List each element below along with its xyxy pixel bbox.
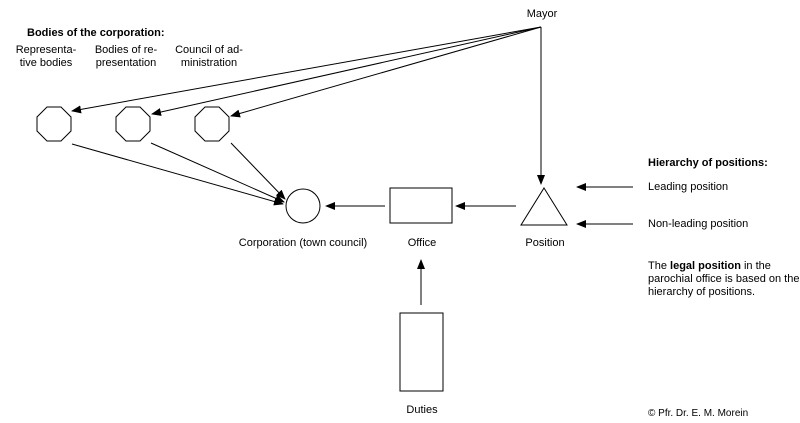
bodies-of-representation-label: Bodies of re- presentation (85, 44, 167, 70)
non-leading-position-label: Non-leading position (648, 218, 749, 230)
bodies-heading: Bodies of the corporation: (27, 27, 165, 39)
bodies-of-representation-line1: Bodies of re- (94, 44, 158, 56)
council-of-administration-octagon (194, 106, 230, 142)
representative-bodies-line1: Representa- (15, 44, 77, 56)
position-triangle (520, 187, 568, 226)
corporation-circle (285, 188, 321, 224)
copyright-label: © Pfr. Dr. E. M. Morein (648, 408, 749, 419)
mayor-to-administration-arrow (230, 26, 542, 118)
representative-to-corporation-arrow (71, 143, 284, 206)
corporation-label: Corporation (town council) (238, 237, 368, 249)
representative-bodies-label: Representa- tive bodies (6, 44, 86, 70)
representation-to-corporation-arrow (150, 142, 285, 203)
legal-position-note: The legal position in the parochial offi… (648, 260, 800, 299)
council-of-administration-line1: Council of ad- (175, 44, 243, 56)
legal-note-prefix: The (648, 260, 671, 272)
office-rectangle (389, 187, 453, 224)
council-of-administration-label: Council of ad- ministration (168, 44, 250, 70)
representative-bodies-octagon (36, 106, 72, 142)
bodies-of-representation-octagon (115, 106, 151, 142)
mayor-label: Mayor (526, 8, 558, 20)
hierarchy-heading: Hierarchy of positions: (648, 157, 768, 169)
mayor-to-representation-arrow (151, 26, 542, 116)
representative-bodies-line2: tive bodies (19, 57, 73, 69)
mayor-to-representative-arrow (71, 26, 542, 114)
position-label: Position (525, 237, 565, 249)
bodies-of-representation-line2: presentation (95, 57, 157, 69)
leading-position-label: Leading position (648, 181, 729, 193)
duties-rectangle (399, 312, 444, 392)
duties-label: Duties (406, 404, 438, 416)
office-label: Office (407, 237, 437, 249)
administration-to-corporation-arrow (230, 142, 286, 200)
legal-note-suffix: in the parochial office is based on the … (648, 260, 800, 298)
legal-note-bold: legal position (670, 260, 741, 272)
council-of-administration-line2: ministration (180, 57, 238, 69)
